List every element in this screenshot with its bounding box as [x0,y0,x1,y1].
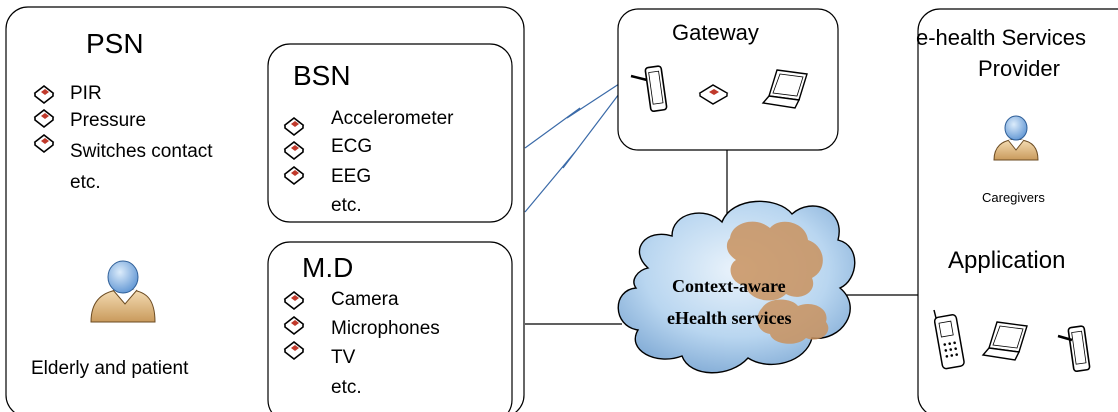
gateway-panel [617,8,839,151]
caregiver-icon [993,115,1039,161]
ehealth-cloud [617,200,856,374]
psn-title: PSN [86,28,144,59]
md-title: M.D [302,252,353,283]
mobile-phone-icon [933,309,965,370]
psn-item: Pressure [70,110,146,131]
md-etc: etc. [331,377,362,398]
laptop-icon [981,321,1028,361]
caregivers-label: Caregivers [982,190,1045,205]
bsn-etc: etc. [331,195,362,216]
tablet-icon [630,65,668,112]
elderly-person-icon [90,260,156,323]
bsn-item: EEG [331,166,371,187]
bsn-panel [267,43,513,223]
bsn-title: BSN [293,60,351,91]
bsn-item: ECG [331,136,372,157]
md-item: TV [331,347,356,368]
psn-etc: etc. [70,172,101,193]
tablet-icon [1057,325,1091,372]
provider-panel [917,8,1118,412]
provider-title-line2: Provider [978,56,1060,81]
laptop-icon [761,69,808,109]
md-item: Camera [331,289,399,310]
gateway-title: Gateway [672,20,759,45]
bsn-item: Accelerometer [331,108,454,129]
person-label: Elderly and patient [31,358,189,379]
wireless-link-bolt [524,81,623,149]
wireless-link-bolt [524,89,623,213]
provider-title-line1: e-health Services [916,25,1086,50]
sensor-node-icon [698,84,729,105]
psn-item: Switches contact [70,141,213,162]
md-item: Microphones [331,318,440,339]
md-panel [267,241,513,412]
psn-item: PIR [70,83,102,104]
application-title: Application [948,247,1065,274]
cloud-label-line1: Context-aware [672,276,786,296]
cloud-label-line2: eHealth services [667,308,791,328]
